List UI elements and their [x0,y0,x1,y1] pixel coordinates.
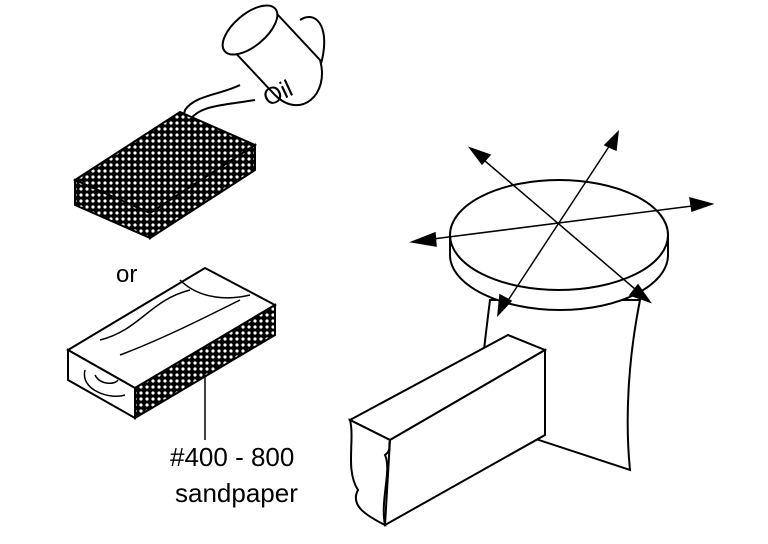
sandpaper-block [66,266,278,420]
sandpaper-label: sandpaper [175,478,298,508]
bar-stock [347,333,548,527]
direction-arrows [409,129,715,318]
grit-label: #400 - 800 [170,442,294,472]
oil-can: Oil [181,4,326,122]
or-label: or [116,261,137,288]
whetstone [72,110,258,240]
